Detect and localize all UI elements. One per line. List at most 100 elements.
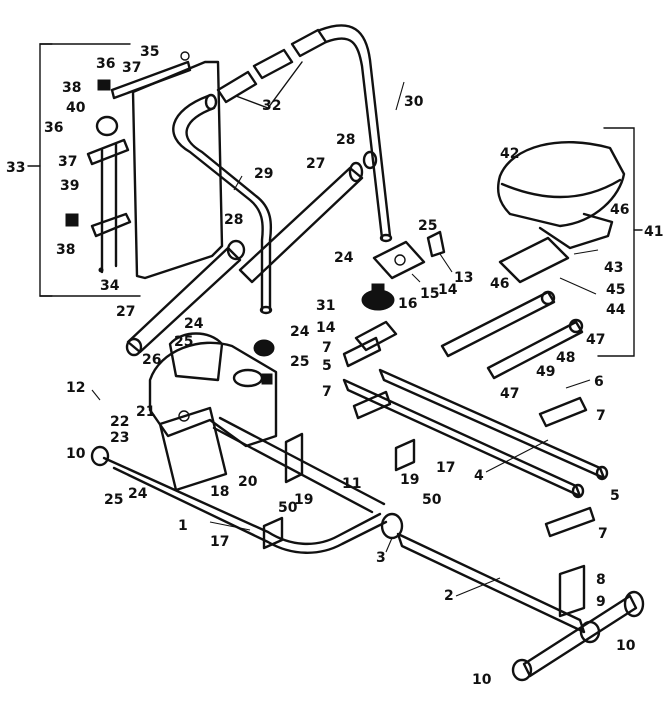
callout-27: 27	[306, 156, 325, 172]
callout-25: 25	[418, 218, 437, 234]
cap-28-a	[362, 150, 378, 170]
callout-31: 31	[316, 298, 335, 314]
callout-27: 27	[116, 304, 135, 320]
callout-12: 12	[66, 380, 85, 396]
callout-29: 29	[254, 166, 273, 182]
callout-30: 30	[404, 94, 424, 110]
callout-37: 37	[58, 154, 77, 170]
callout-18: 18	[210, 484, 229, 500]
callout-14: 14	[316, 320, 336, 336]
callout-34: 34	[100, 278, 120, 294]
callout-46: 46	[610, 202, 629, 218]
rail-4-upper	[378, 368, 609, 481]
callout-10: 10	[616, 638, 636, 654]
rail-49	[486, 318, 584, 380]
callout-7: 7	[322, 340, 332, 356]
upright-post-39	[86, 138, 132, 274]
rail-4-lower	[342, 378, 585, 499]
knob-31	[361, 283, 395, 311]
callout-42: 42	[500, 146, 519, 162]
callout-36: 36	[44, 120, 63, 136]
callout-6: 6	[594, 374, 604, 390]
callout-23: 23	[110, 430, 129, 446]
callout-7: 7	[596, 408, 606, 424]
callout-32: 32	[262, 98, 281, 114]
callout-3: 3	[376, 550, 386, 566]
callout-5: 5	[322, 358, 332, 374]
callout-16: 16	[398, 296, 417, 312]
callout-5: 5	[610, 488, 620, 504]
arm-tube-27-upper	[238, 161, 364, 284]
callout-38: 38	[62, 80, 81, 96]
knob-40	[95, 115, 119, 137]
bracket-11	[284, 432, 304, 484]
callout-26: 26	[142, 352, 161, 368]
back-panel	[131, 60, 224, 280]
callout-33: 33	[6, 160, 25, 176]
callout-14: 14	[438, 282, 458, 298]
arm-tube-27-lower	[125, 246, 242, 357]
callout-13: 13	[454, 270, 473, 286]
callout-24: 24	[184, 316, 204, 332]
callout-37: 37	[122, 60, 141, 76]
rail-48	[440, 290, 556, 358]
callout-labels: 1 2 3 4 5 5 6 7 7 7 7 8 9 10 10 10 11 12…	[6, 44, 663, 688]
callout-45: 45	[606, 282, 625, 298]
bracket-33	[27, 43, 141, 297]
callout-19: 19	[294, 492, 313, 508]
grips-32	[216, 28, 328, 109]
handlebar-29	[172, 93, 273, 315]
rear-foot	[511, 590, 645, 682]
clamp-7-a	[342, 336, 382, 368]
cap-28-b	[226, 239, 246, 261]
clamp-7-c	[538, 396, 588, 428]
callout-48: 48	[556, 350, 575, 366]
clamp-7-d	[544, 506, 596, 538]
callout-9: 9	[596, 594, 606, 610]
callout-10: 10	[66, 446, 86, 462]
seat-42	[496, 141, 626, 250]
callout-46: 46	[490, 276, 509, 292]
plug-38-bottom	[65, 213, 79, 227]
housing-18	[158, 406, 228, 492]
callout-21: 21	[136, 404, 155, 420]
callout-28: 28	[336, 132, 355, 148]
callout-24: 24	[128, 486, 148, 502]
callout-2: 2	[444, 588, 454, 604]
callout-24: 24	[334, 250, 354, 266]
callout-25: 25	[290, 354, 309, 370]
seat-bracket-43	[498, 236, 570, 284]
callout-17: 17	[436, 460, 455, 476]
callout-24: 24	[290, 324, 310, 340]
callout-25: 25	[104, 492, 123, 508]
leader-lines	[91, 81, 599, 597]
callout-15: 15	[420, 286, 439, 302]
bracket-17-upper	[394, 438, 416, 472]
clamp-13	[426, 230, 446, 258]
center-block-16	[372, 240, 426, 280]
callout-1: 1	[178, 518, 188, 534]
bracket-17-lower	[262, 516, 284, 550]
callout-35: 35	[140, 44, 159, 60]
plug-38-top	[97, 79, 111, 91]
callout-50: 50	[278, 500, 298, 516]
callout-36: 36	[96, 56, 115, 72]
callout-7: 7	[322, 384, 332, 400]
callout-49: 49	[536, 364, 555, 380]
callout-11: 11	[342, 476, 361, 492]
callout-47: 47	[500, 386, 519, 402]
callout-7: 7	[598, 526, 608, 542]
knob-25-housing	[253, 339, 275, 385]
callout-8: 8	[596, 572, 606, 588]
callout-41: 41	[644, 224, 663, 240]
callout-39: 39	[60, 178, 79, 194]
callout-4: 4	[474, 468, 484, 484]
callout-44: 44	[606, 302, 626, 318]
callout-28: 28	[224, 212, 243, 228]
crossbar-2	[380, 512, 586, 634]
callout-43: 43	[604, 260, 623, 276]
bracket-8	[558, 564, 586, 618]
bracket-41	[597, 127, 643, 357]
